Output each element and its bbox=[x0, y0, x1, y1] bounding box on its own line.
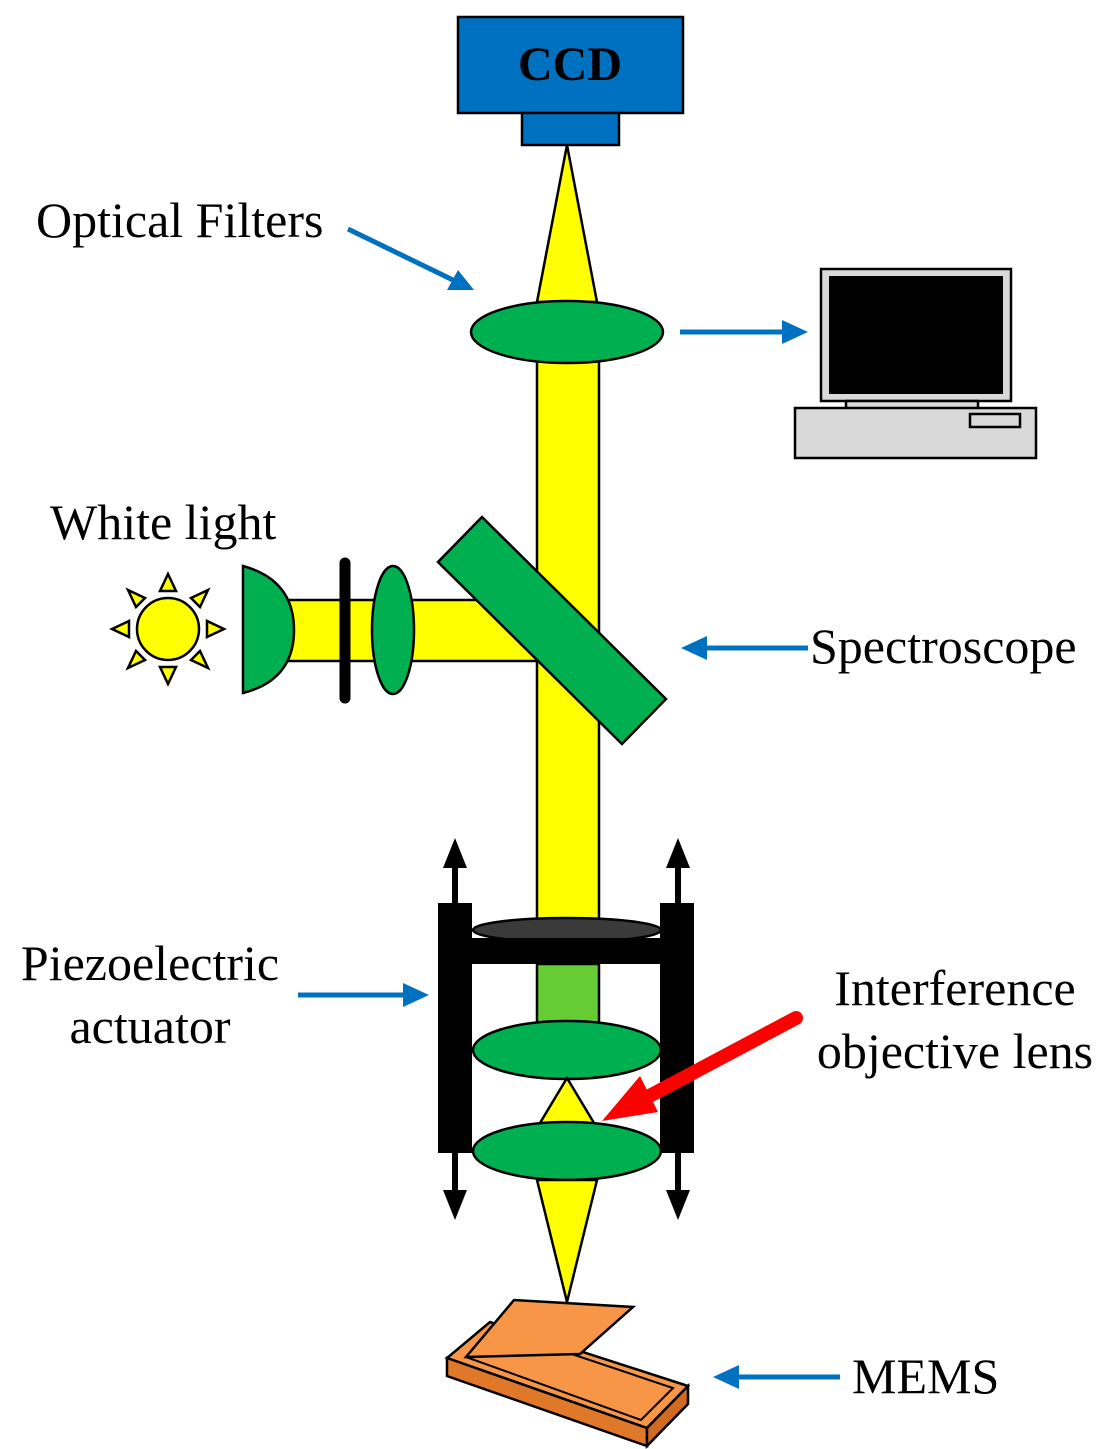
mems-label: MEMS bbox=[852, 1348, 999, 1404]
optical-filters-arrow bbox=[346, 226, 474, 290]
actuator-crossbar bbox=[458, 938, 676, 964]
ccd-label: CCD bbox=[518, 38, 622, 91]
beam-splitter bbox=[436, 515, 668, 746]
objective-lens-upper bbox=[471, 1019, 663, 1081]
white-light-label: White light bbox=[50, 494, 276, 550]
right-actuator-arrow bbox=[666, 838, 690, 1220]
piezo-label-line1: Piezoelectric bbox=[21, 935, 279, 991]
spectroscope-arrow bbox=[681, 636, 808, 660]
interference-arrow bbox=[602, 1011, 803, 1121]
objective-beam bbox=[535, 962, 601, 1028]
computer-icon bbox=[793, 267, 1038, 460]
mems-arrow bbox=[713, 1365, 840, 1389]
spectroscope-label: Spectroscope bbox=[810, 618, 1077, 674]
left-actuator-arrow bbox=[443, 838, 467, 1220]
optical-filter-lens bbox=[469, 299, 665, 365]
collimating-lens bbox=[370, 564, 416, 696]
piezo-label-line2: actuator bbox=[69, 998, 230, 1054]
interference-label-line2: objective lens bbox=[817, 1023, 1093, 1079]
piezo-arrow bbox=[298, 983, 429, 1007]
objective-lens-lower bbox=[471, 1120, 663, 1182]
interference-label-line1: Interference bbox=[834, 960, 1075, 1016]
objective-inner-cone bbox=[534, 1075, 600, 1130]
computer-arrow bbox=[680, 320, 808, 344]
optical-filters-label: Optical Filters bbox=[36, 192, 323, 248]
ccd-camera-icon: CCD bbox=[456, 15, 685, 147]
sun-icon bbox=[109, 571, 227, 687]
sample-focus-cone bbox=[535, 1178, 599, 1303]
upper-light-cone bbox=[535, 144, 599, 304]
condenser-lens bbox=[241, 564, 296, 695]
mems-sample bbox=[444, 1298, 691, 1449]
